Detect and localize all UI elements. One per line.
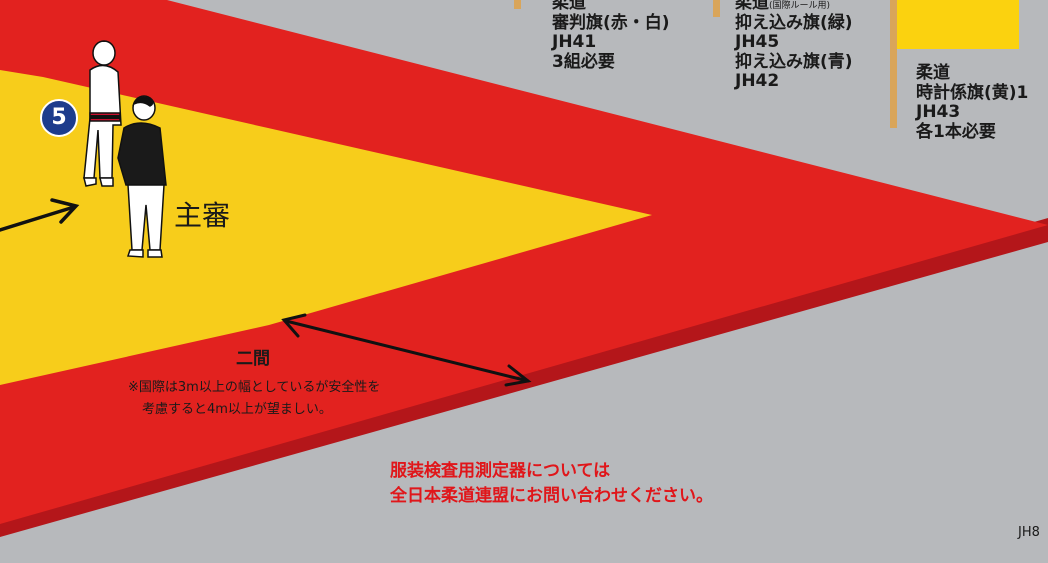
referee-label: 主審 (174, 199, 231, 232)
referee-flags-label: 柔道 審判旗(赤・白) JH41 3組必要 (552, 0, 670, 72)
step-number-badge: 5 (40, 99, 78, 137)
osaekomi-flags-green: 抑え込み旗(緑) (735, 12, 853, 33)
osaekomi-flags-label: 柔道(国際ルール用) 抑え込み旗(緑) JH45 抑え込み旗(青) JH42 (735, 0, 853, 92)
referee-flags-line2: 審判旗(赤・白) (552, 12, 670, 33)
referee-figure (117, 95, 167, 258)
inspection-note-line1: 服装検査用測定器については (390, 461, 611, 481)
timekeeper-flag-line1: 柔道 (916, 63, 950, 83)
timekeeper-yellow-flag (897, 0, 1019, 49)
inspection-note-line2: 全日本柔道連盟にお問い合わせください。 (390, 485, 713, 506)
distance-note-line1: ※国際は3m以上の幅としているが安全性を (128, 380, 381, 395)
osaekomi-flags-line1-row: 柔道(国際ルール用) (735, 0, 853, 14)
timekeeper-flag-label: 柔道 時計係旗(黄)1 JH43 各1本必要 (916, 63, 1029, 142)
flag-pole-timekeeper (890, 0, 897, 128)
flag-pole-osaekomi (713, 0, 720, 17)
timekeeper-flag-line2: 時計係旗(黄)1 (916, 82, 1029, 103)
inspection-note: 服装検査用測定器については 全日本柔道連盟にお問い合わせください。 (390, 459, 713, 508)
distance-note-line2: 考慮すると4m以上が望ましい。 (142, 402, 332, 418)
flag-pole-referee (514, 0, 521, 9)
catalog-code: JH8 (1018, 525, 1040, 540)
osaekomi-flags-note: (国際ルール用) (769, 1, 831, 11)
osaekomi-flags-blue: 抑え込み旗(青) (735, 51, 853, 72)
timekeeper-flag-code: JH43 (916, 102, 961, 123)
judoka-figure (83, 40, 122, 187)
referee-arrow (0, 198, 80, 232)
timekeeper-flag-quantity: 各1本必要 (916, 121, 996, 142)
referee-flags-quantity: 3組必要 (552, 51, 615, 72)
safety-width-arrow (281, 313, 532, 387)
distance-title: 二間 (236, 349, 270, 369)
distance-note: ※国際は3m以上の幅としているが安全性を 考慮すると4m以上が望ましい。 (128, 377, 380, 421)
osaekomi-flags-line1: 柔道 (735, 0, 769, 13)
osaekomi-flags-code2: JH42 (735, 71, 780, 92)
contest-area (0, 70, 652, 385)
osaekomi-flags-code1: JH45 (735, 32, 780, 53)
referee-flags-line1: 柔道 (552, 0, 586, 13)
referee-flags-code: JH41 (552, 32, 597, 53)
